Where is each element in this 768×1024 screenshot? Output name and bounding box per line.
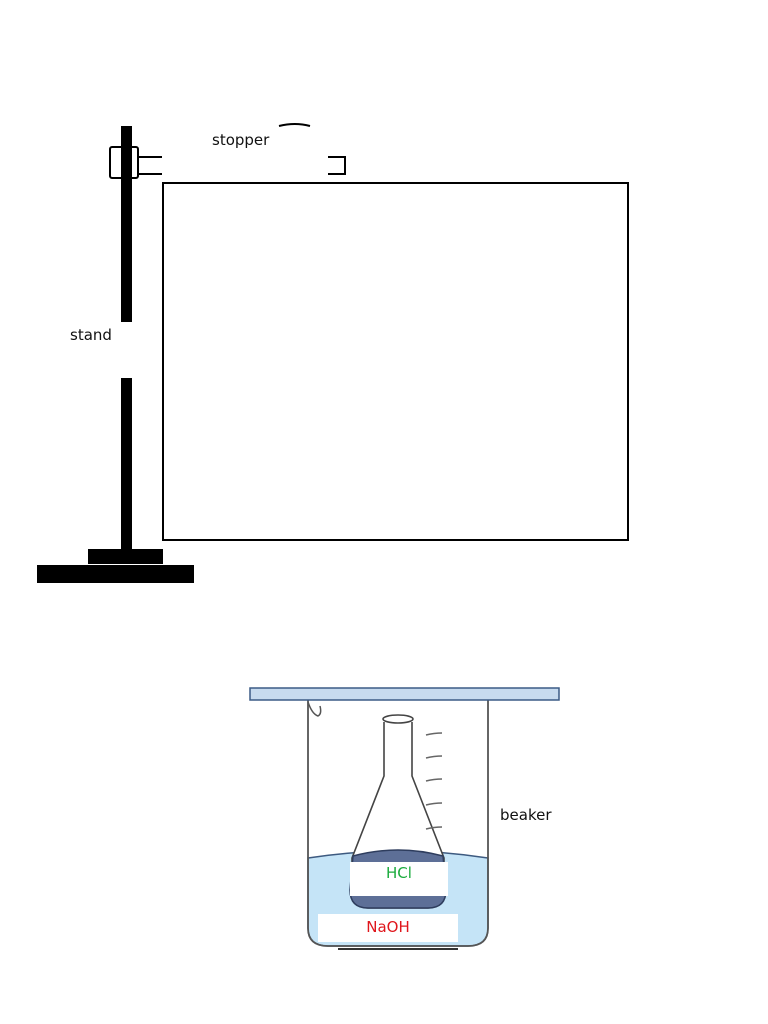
naoh-label: NaOH [318,914,458,942]
stand-rod-upper [121,126,132,322]
stopper-bracket [328,156,346,175]
stopper-top-arc [278,123,311,127]
beaker-spout [307,701,322,717]
stand-label: stand [70,326,112,344]
stand-base-bottom [37,565,194,583]
graduation-marks [425,732,443,830]
hcl-label: HCl [350,862,448,896]
stand-base-top [88,549,163,564]
beaker-label: beaker [500,806,552,824]
empty-frame [162,182,629,541]
flask-mouth [382,714,414,724]
beaker-rim [249,687,560,701]
stand-rod-lower [121,378,132,552]
retort-stand [37,126,194,583]
clamp [109,146,162,179]
stopper-shape [278,123,346,175]
beaker-walls [307,700,489,947]
clamp-boss [109,146,139,179]
stopper-label: stopper [212,131,270,149]
